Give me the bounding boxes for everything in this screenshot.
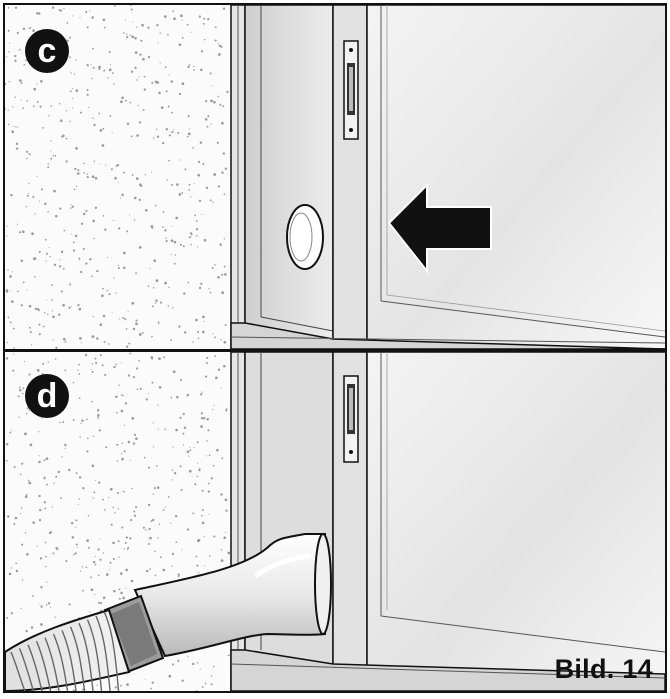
wall-texture <box>5 5 229 349</box>
figure: c <box>3 3 667 693</box>
panel-c: c <box>5 5 665 352</box>
window-glass <box>366 352 665 691</box>
wall-texture <box>5 352 231 691</box>
panel-d-illustration <box>5 352 665 691</box>
panel-label-d: d <box>25 374 69 418</box>
window-latch-icon <box>343 375 359 463</box>
arrow-left-icon <box>387 182 492 274</box>
window-sill <box>230 322 665 349</box>
window-filler-panel <box>244 352 334 691</box>
window-filler-panel <box>244 5 334 349</box>
window-latch-icon <box>343 40 359 140</box>
panel-label-c: c <box>25 29 69 73</box>
panel-c-illustration <box>5 5 665 349</box>
hose-opening <box>286 204 324 270</box>
exhaust-hose-icon <box>5 533 332 691</box>
panel-d: d Bild. 14 <box>5 352 665 691</box>
figure-caption: Bild. 14 <box>554 654 653 684</box>
window-glass <box>366 5 665 349</box>
